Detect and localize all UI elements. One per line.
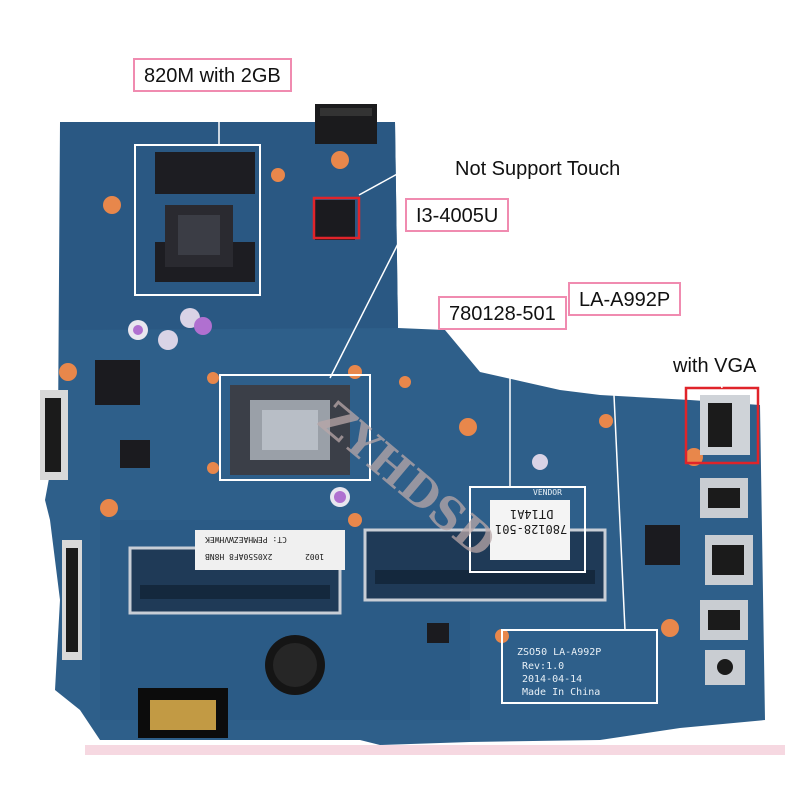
serial-line1: CT: PEMHAEZWVHWEK [205,535,287,544]
part-sticker-sub: DT14A1 [510,507,554,521]
label-highlight-box [501,629,658,704]
callout-cpu: I3-4005U [405,198,510,232]
board-label-line3: 2014-04-14 [522,674,583,685]
cpu-highlight-box [219,374,371,481]
callout-vga: with VGA [673,355,757,377]
board-label-line1: ZSO50 LA-A992P [517,647,602,658]
callout-part-number: 780128-501 [438,296,567,330]
touch-red-box [312,196,361,240]
callout-touch: Not Support Touch [455,158,621,180]
callout-model: LA-A992P [568,282,682,316]
vendor-text: VENDOR [533,488,562,497]
sticker-highlight-box [469,486,586,573]
gpu-highlight-box [134,144,261,296]
serial-line2: 2X0S50AF8 H8NB [205,552,273,561]
capacitors [128,308,548,507]
leader-lines [218,92,723,631]
serial-line3: 1002 [305,552,325,561]
board-label-line2: Rev:1.0 [522,661,565,672]
board-label-line4: Made In China [522,687,601,698]
callout-gpu: 820M with 2GB [133,58,292,92]
part-sticker-code: 780128-501 [495,522,568,536]
